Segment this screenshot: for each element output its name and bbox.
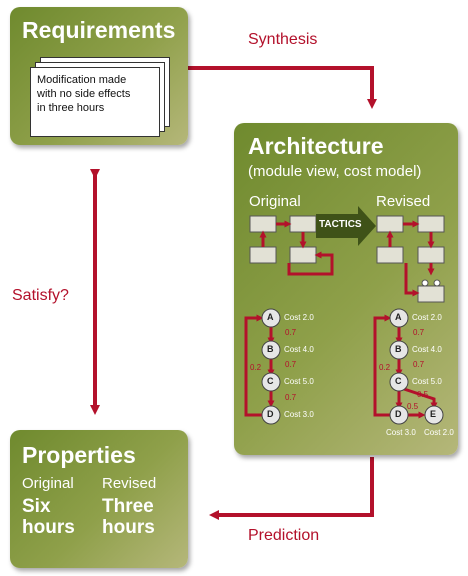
edge-prob-label: 0.7 <box>285 393 297 402</box>
document-line-1: Modification made <box>37 74 127 86</box>
revised-module <box>376 246 404 264</box>
revised-value-line-1: Three <box>102 496 154 517</box>
revised-value-line-2: hours <box>102 517 155 538</box>
feedback-arrow <box>244 314 264 417</box>
transition-arrow <box>403 387 438 410</box>
architecture-box: Architecture (module view, cost model) O… <box>234 123 458 455</box>
split-prob-label: 0.5 <box>407 402 419 411</box>
node-A-label: A <box>395 312 402 322</box>
node-C-cost: Cost 5.0 <box>284 377 314 386</box>
revised-label: Revised <box>376 193 431 210</box>
node-C-label: C <box>267 376 274 386</box>
interface-port <box>421 279 429 287</box>
node-E <box>424 405 444 425</box>
edge-prob-label: 0.7 <box>413 328 425 337</box>
architecture-title: Architecture <box>248 133 384 159</box>
tactics-label: TACTICS <box>319 219 362 230</box>
node-A-cost: Cost 2.0 <box>284 313 314 322</box>
original-module <box>249 215 277 233</box>
document-line-3: in three hours <box>37 102 105 114</box>
node-B-label: B <box>267 344 274 354</box>
node-B <box>389 340 409 360</box>
edge-prob-label: 0.7 <box>413 360 425 369</box>
node-D <box>389 405 409 425</box>
synthesis-arrow <box>188 66 377 109</box>
node-A-cost: Cost 2.0 <box>412 313 442 322</box>
node-C <box>389 372 409 392</box>
node-D-label: D <box>267 409 274 419</box>
node-D-cost: Cost 3.0 <box>284 410 314 419</box>
back-prob-label: 0.2 <box>379 363 391 372</box>
revised-module <box>417 246 445 264</box>
original-module <box>289 215 317 233</box>
revised-module <box>376 215 404 233</box>
prediction-label: Prediction <box>248 527 320 544</box>
properties-title: Properties <box>22 442 136 468</box>
node-C-label: C <box>395 376 402 386</box>
synthesis-label: Synthesis <box>248 31 318 48</box>
node-B-cost: Cost 4.0 <box>412 345 442 354</box>
node-B <box>261 340 281 360</box>
satisfy-label: Satisfy? <box>12 287 69 304</box>
node-E-label: E <box>430 409 437 419</box>
node-A <box>261 308 281 328</box>
node-C-cost: Cost 5.0 <box>412 377 442 386</box>
split-prob-label: 0.5 <box>417 390 429 399</box>
architecture-subtitle: (module view, cost model) <box>248 163 422 180</box>
original-module <box>249 246 277 264</box>
original-label: Original <box>249 193 301 210</box>
node-C <box>261 372 281 392</box>
prediction-arrow <box>209 457 374 520</box>
revised-module <box>417 285 445 303</box>
properties-box: Properties Original Revised Six hours Th… <box>10 430 188 568</box>
document-page-front: Modification made with no side effects i… <box>30 67 160 137</box>
node-D <box>261 405 281 425</box>
interface-port <box>433 279 441 287</box>
requirements-title: Requirements <box>22 17 176 43</box>
node-B-cost: Cost 4.0 <box>284 345 314 354</box>
node-A <box>389 308 409 328</box>
document-line-2: with no side effects <box>37 88 131 100</box>
requirements-box: Requirements Modification made with no s… <box>10 7 188 145</box>
node-A-label: A <box>267 312 274 322</box>
edge-prob-label: 0.7 <box>285 328 297 337</box>
revised-module <box>417 215 445 233</box>
tactics-arrow <box>316 206 376 246</box>
node-E-cost: Cost 2.0 <box>424 428 454 437</box>
feedback-arrow <box>373 314 392 417</box>
node-D-label: D <box>395 409 402 419</box>
original-module <box>289 246 317 264</box>
edge-prob-label: 0.7 <box>285 360 297 369</box>
back-prob-label: 0.2 <box>250 363 262 372</box>
original-value-line-1: Six <box>22 496 51 517</box>
dependency-arrow <box>404 263 420 297</box>
properties-revised-label: Revised <box>102 475 157 492</box>
original-value-line-2: hours <box>22 517 75 538</box>
architecture-drawing <box>244 206 445 425</box>
node-D-cost: Cost 3.0 <box>386 428 416 437</box>
properties-original-label: Original <box>22 475 74 492</box>
node-B-label: B <box>395 344 402 354</box>
dependency-arrow <box>287 251 334 276</box>
